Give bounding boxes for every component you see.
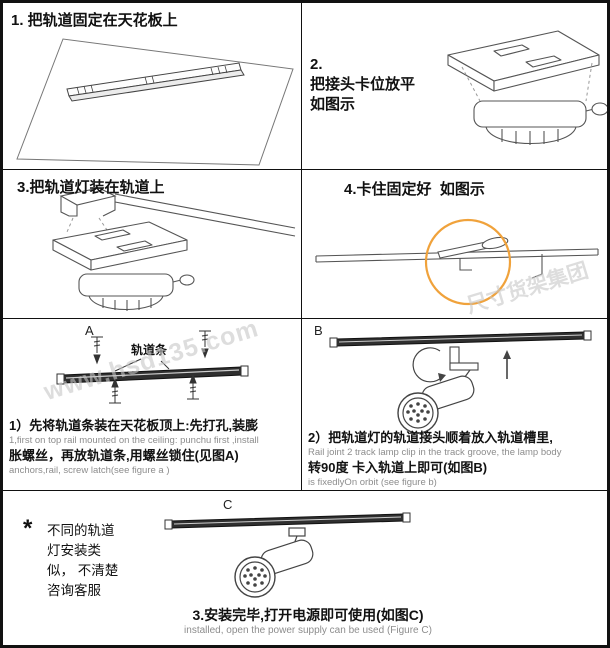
figure-b-drawing <box>329 330 592 434</box>
panel-figure-b: B <box>301 318 608 491</box>
lamp-holder-body <box>473 100 607 145</box>
screw-bottom-left <box>109 377 121 404</box>
up-arrow <box>503 350 511 379</box>
instruction-en: is fixedlyOn orbit (see figure b) <box>308 477 437 488</box>
screw-top-left <box>91 336 103 365</box>
panel-step1: 1. 把轨道固定在天花板上 <box>2 2 302 170</box>
figure-c-caption: 3.安装完毕,打开电源即可使用(如图C) installed, open the… <box>143 607 473 637</box>
highlight-circle <box>424 218 512 306</box>
screw-bottom-right <box>187 373 199 400</box>
insert-guides <box>66 217 108 233</box>
figure-b-label: B <box>314 323 323 338</box>
figure-a-drawing <box>56 330 249 404</box>
caption-en: installed, open the power supply can be … <box>184 625 432 636</box>
rail-strip <box>164 512 411 530</box>
panel-figure-c: * 不同的轨道灯安装类似， 不清楚咨询客服 C <box>2 490 608 646</box>
lamp-adapter <box>52 221 195 311</box>
step3-title: 3.把轨道灯装在轨道上 <box>17 179 165 196</box>
rail-bar <box>66 62 245 102</box>
mount-lamp-on-track-drawing <box>52 187 296 311</box>
step2-title: 2. 把接头卡位放平 如图示 <box>310 55 415 115</box>
caption-zh: 3.安装完毕,打开电源即可使用(如图C) <box>192 607 424 623</box>
alignment-guides <box>461 62 593 102</box>
step2-line1: 把接头卡位放平 <box>310 76 416 93</box>
figure-c-drawing <box>164 512 411 598</box>
clip-connector <box>437 236 543 279</box>
rail-strip <box>329 330 592 348</box>
step2-line2: 如图示 <box>310 96 356 113</box>
step1-title: 1. 把轨道固定在天花板上 <box>11 12 178 29</box>
instruction-zh: 转90度 卡入轨道上即可(如图B) <box>308 460 488 475</box>
screw-top-right <box>199 330 211 359</box>
track-lamp <box>397 369 475 434</box>
instruction-en: anchors,rail, screw latch(see figure a ) <box>9 465 170 476</box>
track-channel <box>59 187 296 237</box>
panel-step2: 2. 把接头卡位放平 如图示 <box>301 2 608 170</box>
led-dots <box>243 566 267 587</box>
ceiling-plane <box>16 38 294 166</box>
instruction-en: 1,first on top rail mounted on the ceili… <box>9 435 259 446</box>
step2-number: 2. <box>310 56 323 73</box>
rail-strip <box>56 365 249 385</box>
led-dots <box>406 402 430 423</box>
figure-b-instructions: 2）把轨道灯的轨道接头顺着放入轨道槽里, Rail joint 2 track … <box>308 429 605 489</box>
track-lamp <box>234 527 314 598</box>
figure-c-label: C <box>223 497 233 512</box>
track-joint <box>449 346 479 371</box>
instruction-en: Rail joint 2 track lamp clip in the trac… <box>308 447 562 458</box>
rotate-arrow <box>412 347 446 383</box>
instruction-zh: 胀螺丝，再放轨道条,用螺丝锁住(见图A) <box>9 448 239 463</box>
step4-title: 4.卡住固定好 如图示 <box>344 181 485 198</box>
ceiling-rail-drawing <box>16 38 294 166</box>
lock-in-place-drawing <box>315 218 599 306</box>
instruction-zh: 1）先将轨道条装在天花板顶上:先打孔,装膨 <box>9 418 259 433</box>
leader-lines <box>114 358 170 372</box>
connector-head-drawing <box>447 30 607 145</box>
figure-a-label: A <box>85 323 94 338</box>
instruction-zh: 2）把轨道灯的轨道接头顺着放入轨道槽里, <box>308 430 553 445</box>
note-asterisk: * <box>23 515 33 542</box>
figure-a-instructions: 1）先将轨道条装在天花板顶上:先打孔,装膨 1,first on top rai… <box>9 417 299 477</box>
rail-part-label: 轨道条 <box>131 343 168 357</box>
panel-step3: 3.把轨道灯装在轨道上 <box>2 169 302 319</box>
note-text: 不同的轨道灯安装类似， 不清楚咨询客服 <box>47 523 119 598</box>
panel-figure-a: A 轨道条 <box>2 318 302 491</box>
panel-step4: 4.卡住固定好 如图示 <box>301 169 608 319</box>
adapter-slab <box>447 30 600 92</box>
